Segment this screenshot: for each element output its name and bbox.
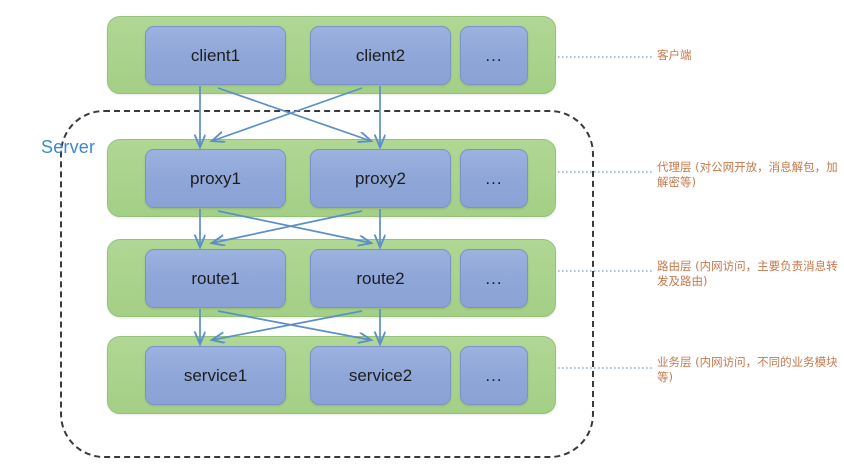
node-route1[interactable]: route1 [145, 249, 286, 308]
annotation-proxy: 代理层 (对公网开放，消息解包，加解密等) [657, 160, 838, 189]
annotation-route: 路由层 (内网访问，主要负责消息转发及路由) [657, 259, 838, 288]
node-service-ellipsis[interactable]: ... [460, 346, 528, 405]
annotation-service: 业务层 (内网访问，不同的业务模块等) [657, 355, 838, 384]
node-service2[interactable]: service2 [310, 346, 451, 405]
node-route2[interactable]: route2 [310, 249, 451, 308]
node-proxy1[interactable]: proxy1 [145, 149, 286, 208]
annotation-clients: 客户端 [657, 48, 692, 62]
node-client1[interactable]: client1 [145, 26, 286, 85]
node-client-ellipsis[interactable]: ... [460, 26, 528, 85]
node-proxy-ellipsis[interactable]: ... [460, 149, 528, 208]
node-service1[interactable]: service1 [145, 346, 286, 405]
node-proxy2[interactable]: proxy2 [310, 149, 451, 208]
node-route-ellipsis[interactable]: ... [460, 249, 528, 308]
server-label: Server [41, 137, 96, 157]
node-client2[interactable]: client2 [310, 26, 451, 85]
